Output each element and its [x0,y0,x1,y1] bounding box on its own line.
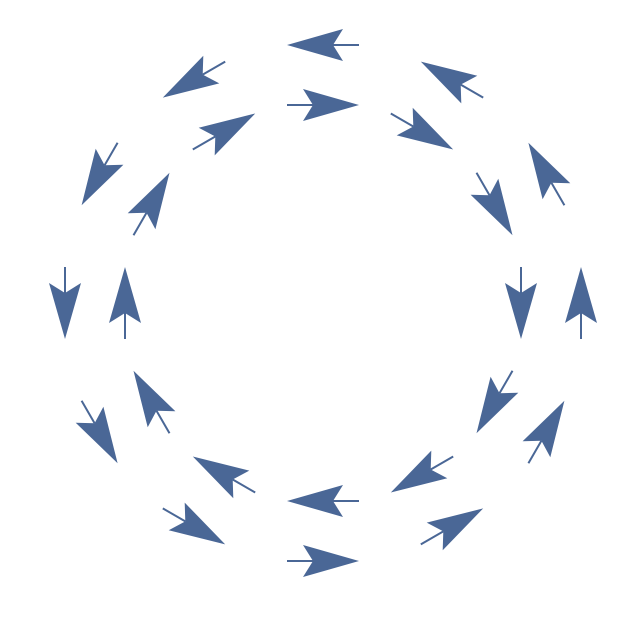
arrow-shaft [430,455,454,471]
outer-ring-arrow [81,142,124,206]
inner-ring-arrow [390,450,454,493]
outer-ring-arrow [287,29,359,61]
inner-ring-arrow [127,172,170,236]
arrowhead-icon [522,400,565,458]
inner-ring-arrow [390,107,454,150]
arrowhead-icon [528,142,571,200]
arrow-shaft [155,410,171,434]
arrowhead-icon [127,172,170,230]
arrowhead-icon [426,508,484,551]
arrowhead-icon [420,61,478,104]
arrowhead-icon [81,148,124,206]
arrowhead-icon [198,113,256,156]
arrowhead-icon [470,178,513,236]
arrow-shaft [390,112,414,128]
inner-ring-arrow [287,89,359,121]
arrow-shaft [103,142,119,166]
arrow-shaft [527,440,543,464]
arrowhead-icon [565,267,597,323]
outer-ring-arrow [522,400,565,464]
outer-ring-arrow [75,400,118,464]
arrow-shaft [550,182,566,206]
arrowhead-icon [49,283,81,339]
arrowhead-icon [109,267,141,323]
arrow-shaft [80,400,96,424]
arrow-shaft [420,530,444,546]
arrowhead-icon [168,502,226,545]
inner-ring-arrow [505,267,537,339]
arrowhead-icon [287,29,343,61]
outer-ring-arrow [49,267,81,339]
arrowhead-icon [133,370,176,428]
arrowhead-icon [396,107,454,150]
inner-ring-arrow [192,456,256,499]
outer-ring-arrow [565,267,597,339]
outer-ring-arrow [287,545,359,577]
inner-ring-arrow [287,485,359,517]
arrowhead-icon [162,55,220,98]
arrowhead-icon [303,89,359,121]
arrowhead-icon [287,485,343,517]
inner-ring-arrow [109,267,141,339]
arrow-shaft [232,478,256,494]
outer-ring [49,29,597,577]
arrowhead-icon [192,456,250,499]
arrowhead-icon [505,283,537,339]
outer-ring-arrow [528,142,571,206]
arrow-shaft [132,212,148,236]
arrowhead-icon [390,450,448,493]
inner-ring-arrow [470,172,513,236]
inner-ring-arrow [476,370,519,434]
arrow-shaft [162,507,186,523]
arrowhead-icon [476,376,519,434]
outer-ring-arrow [420,508,484,551]
arrowhead-icon [303,545,359,577]
outer-ring-arrow [420,61,484,104]
outer-ring-arrow [162,502,226,545]
inner-ring-arrow [192,113,256,156]
arrowhead-icon [75,406,118,464]
inner-ring-arrow [133,370,176,434]
arrow-shaft [498,370,514,394]
arrow-shaft [192,135,216,151]
arrow-shaft [460,83,484,99]
arrow-shaft [475,172,491,196]
outer-ring-arrow [162,55,226,98]
inner-ring [109,89,537,517]
arrow-shaft [202,60,226,76]
